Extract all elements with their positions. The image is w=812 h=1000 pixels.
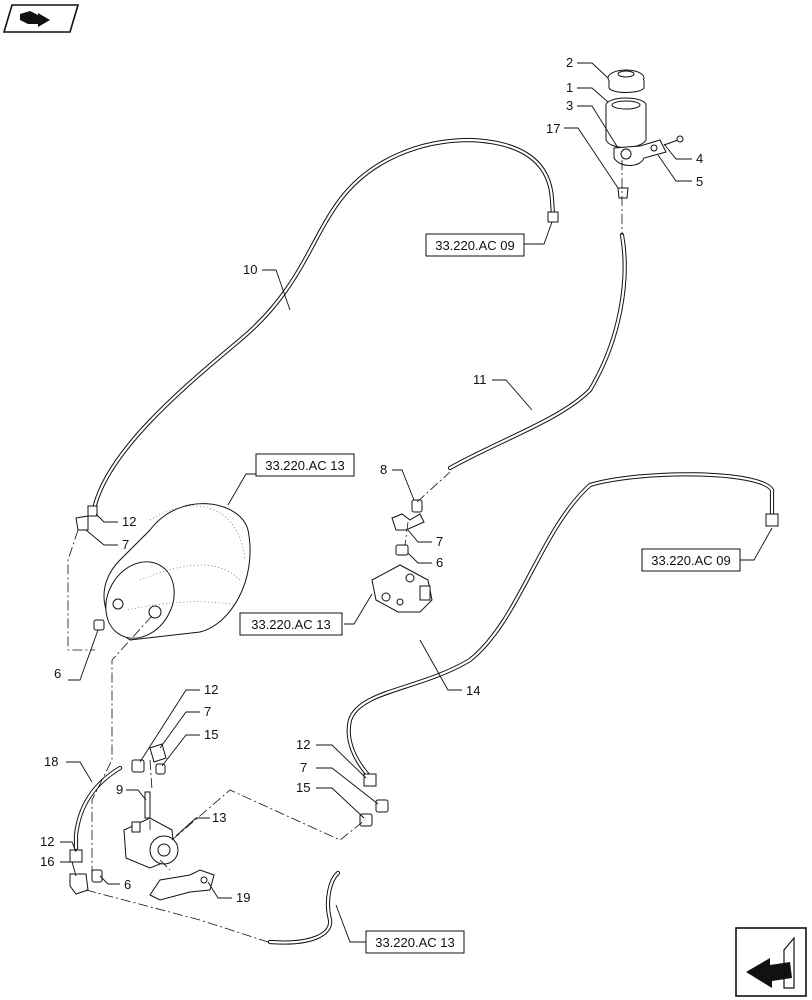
ref-label-top: 33.220.AC 09 [435,238,515,253]
callout-9: 9 [116,782,123,797]
callout-18: 18 [44,754,58,769]
exit-arrow-icon[interactable] [735,927,807,997]
callout-1: 1 [566,80,573,95]
callout-12-left: 12 [122,514,136,529]
callout-7-lower: 7 [204,704,211,719]
hose-bottom [267,870,341,945]
callout-14: 14 [466,683,480,698]
ref-box-bottom[interactable]: 33.220.AC 13 [365,930,465,954]
callout-8: 8 [380,462,387,477]
leader-lines [60,62,773,943]
ref-label-right: 33.220.AC 09 [651,553,731,568]
callout-11: 11 [473,372,487,387]
fitting-15-lower [155,763,166,775]
callout-numbers: 2 1 3 17 4 5 10 11 8 7 6 12 7 6 14 12 7 … [40,55,703,905]
callout-16: 16 [40,854,54,869]
ref-box-tank[interactable]: 33.220.AC 13 [255,453,355,477]
ref-label-tank: 33.220.AC 13 [265,458,345,473]
fitting-12-mid-right [363,773,377,787]
hose-14 [346,472,775,778]
ref-box-valve[interactable]: 33.220.AC 13 [239,612,343,636]
valve-block [371,564,433,613]
screw-4 [663,135,684,146]
dash-dot-lines [67,160,623,943]
elbow-7-left [75,515,89,531]
fitting-12-bottom-left [69,849,83,863]
reservoir-body [605,97,647,148]
callout-17: 17 [546,121,560,136]
pump-13 [123,817,179,869]
callout-7-mid: 7 [300,760,307,775]
callout-2: 2 [566,55,573,70]
callout-5: 5 [696,174,703,189]
fitting-12-lower [131,759,145,773]
fitting-6-center [395,544,409,556]
elbow-7-lower [149,743,167,763]
ref-box-top[interactable]: 33.220.AC 09 [425,233,525,257]
callout-12-bottom: 12 [40,834,54,849]
callout-13: 13 [212,810,226,825]
callout-3: 3 [566,98,573,113]
fitting-6-bottom-left [91,869,103,883]
reservoir-cap [607,69,645,93]
fitting-top-right-hose [547,211,559,223]
hose-18 [73,765,123,851]
callout-19: 19 [236,890,250,905]
ref-label-valve: 33.220.AC 13 [251,617,331,632]
callout-6-center: 6 [436,555,443,570]
callout-7-center: 7 [436,534,443,549]
callout-12-lower: 12 [204,682,218,697]
callout-4: 4 [696,151,703,166]
fitting-12-left [87,505,98,517]
callout-15-lower: 15 [204,727,218,742]
callout-7-left: 7 [122,537,129,552]
elbow-7-mid-right [375,799,389,813]
bracket-19 [149,869,215,901]
ref-label-bottom: 33.220.AC 13 [375,935,455,950]
callout-6-bottom: 6 [124,877,131,892]
fitting-17 [617,187,629,199]
reservoir-bracket [613,139,667,166]
callout-10: 10 [243,262,257,277]
fitting-12-right [765,513,779,527]
bolt-9 [144,791,151,819]
fitting-6-left [93,619,105,631]
hose-11 [447,232,627,471]
pressure-tank [103,503,251,641]
callout-12-mid: 12 [296,737,310,752]
hose-10 [92,137,556,508]
fitting-8 [411,499,423,513]
fitting-16 [69,873,89,895]
callout-6-left: 6 [54,666,61,681]
callout-15-mid: 15 [296,780,310,795]
ref-box-right[interactable]: 33.220.AC 09 [641,548,741,572]
book-navigation-icon[interactable] [2,4,80,33]
